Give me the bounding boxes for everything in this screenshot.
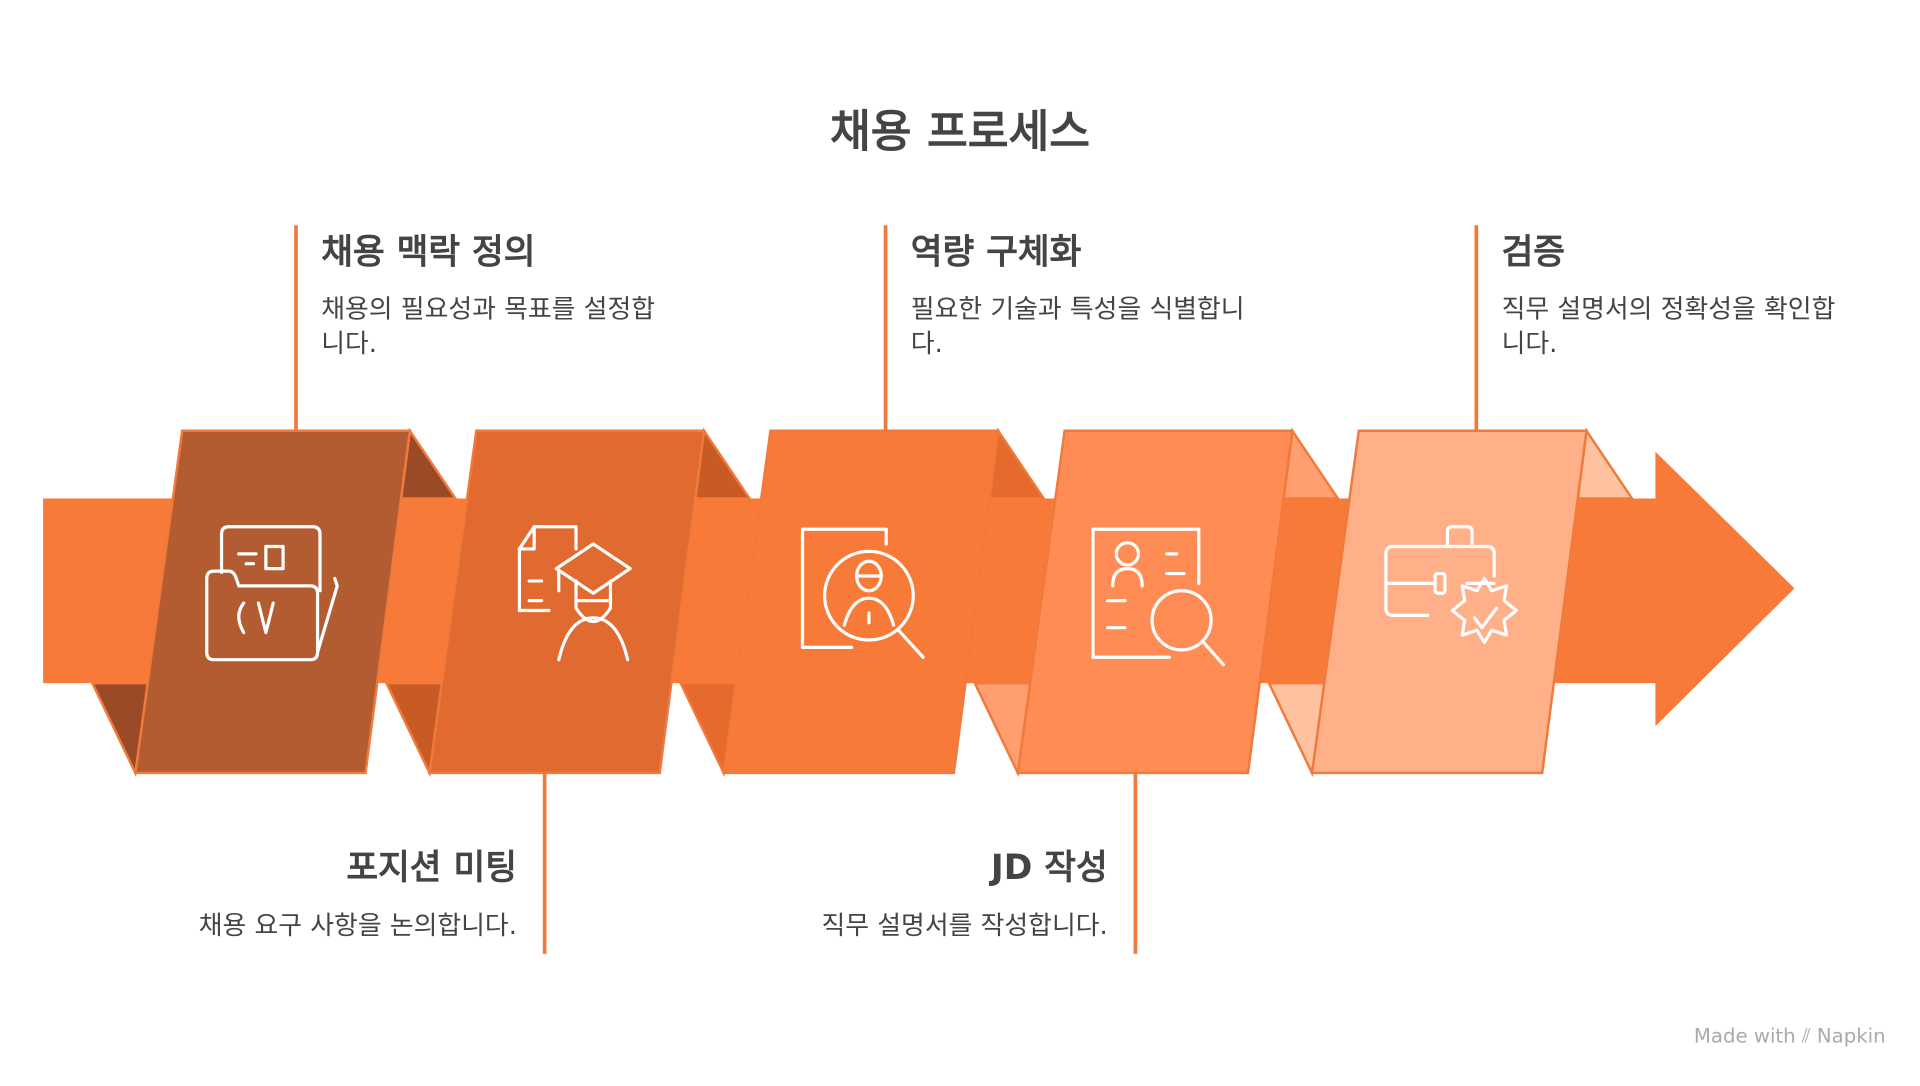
step-panel-4: [1016, 429, 1294, 775]
diagram-title: 채용 프로세스: [830, 107, 1091, 158]
step-title: 채용 맥락 정의: [321, 231, 536, 273]
step-title: 포지션 미팅: [346, 846, 517, 888]
step-title: 검증: [1501, 231, 1566, 273]
step-panel-5: [1310, 429, 1588, 775]
step-description: 직무 설명서를 작성합니다.: [821, 910, 1108, 941]
connector-line: [542, 772, 547, 954]
step-description: 채용의 필요성과 목표를 설정합니다.: [321, 294, 656, 359]
made-with-napkin-watermark: Made with ⫽ Napkin: [1693, 1024, 1886, 1048]
step-title: JD 작성: [990, 846, 1108, 888]
step-panel-2: [428, 429, 706, 775]
step-description: 채용 요구 사항을 논의합니다.: [198, 910, 517, 941]
step-description: 직무 설명서의 정확성을 확인합니다.: [1501, 294, 1836, 359]
connector-line: [1133, 772, 1138, 954]
verified-briefcase-icon: [1384, 525, 1518, 645]
connector-line: [294, 225, 298, 431]
step-panel-3: [722, 429, 1000, 775]
step-title: 역량 구체화: [910, 231, 1082, 273]
profile-search-icon: [1091, 527, 1226, 667]
cv-folder-icon: [205, 525, 339, 662]
candidate-search-icon: [800, 527, 925, 659]
education-document-icon: [517, 525, 632, 662]
step-description: 필요한 기술과 특성을 식별합니다.: [910, 294, 1245, 359]
connector-line: [883, 225, 888, 431]
connector-line: [1474, 225, 1479, 431]
